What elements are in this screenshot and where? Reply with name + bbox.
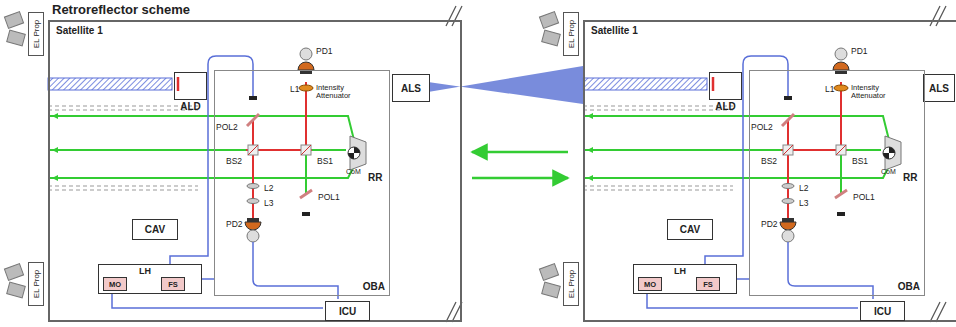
satellite-housing: Satellite 1 ALD ALS CAV OBA LH MO FS ICU PD1L1 Int…: [583, 20, 956, 322]
fiber-connector: [202, 278, 214, 280]
component-label: CoM: [881, 168, 896, 175]
fiber-connector: [737, 278, 749, 280]
component-label: POL1: [853, 192, 875, 202]
component-label: RR: [903, 172, 917, 183]
component-label: L1: [290, 84, 299, 94]
stabilizer-box: FS: [161, 277, 185, 291]
optical-bench: [583, 48, 901, 308]
node-label: CAV: [145, 224, 165, 235]
node-label: CAV: [680, 224, 700, 235]
component-label: L2: [799, 183, 808, 193]
component-label: Intensity Attenuator: [316, 84, 362, 100]
thruster-icon: [4, 12, 560, 298]
component-label: BS2: [761, 156, 777, 166]
thruster-box: EL Prop: [563, 12, 579, 56]
thruster-box: EL Prop: [28, 262, 44, 306]
laser-source-box: ALS: [923, 74, 955, 102]
component-label: PD2: [226, 219, 243, 229]
diagram-title: Retroreflector scheme: [52, 2, 190, 17]
node-label: LH: [139, 266, 151, 276]
node-label: OBA: [363, 281, 385, 292]
stabilizer-box: FS: [696, 277, 720, 291]
node-label: EL Prop: [32, 270, 41, 299]
node-label: ICU: [874, 306, 891, 317]
node-label: FS: [703, 280, 713, 289]
laser-source-box: ALS: [392, 74, 430, 102]
node-label: OBA: [898, 281, 920, 292]
component-label: RR: [368, 172, 382, 183]
optical-bench: [48, 48, 366, 308]
node-label: ALD: [715, 101, 736, 112]
component-label: POL2: [751, 122, 773, 132]
thruster-box: EL Prop: [563, 262, 579, 306]
node-label: MO: [644, 280, 656, 289]
oscillator-box: MO: [103, 277, 127, 291]
laser-beam: [428, 66, 583, 104]
component-label: PD2: [761, 219, 778, 229]
node-label: EL Prop: [567, 270, 576, 299]
node-label: EL Prop: [567, 20, 576, 49]
optical-bench-box: OBA: [214, 70, 390, 296]
thruster-box: EL Prop: [28, 12, 44, 56]
component-label: Intensity Attenuator: [851, 84, 897, 100]
control-unit-box: ICU: [325, 301, 370, 321]
node-label: MO: [109, 280, 121, 289]
component-label: L3: [799, 198, 808, 208]
component-label: BS2: [226, 156, 242, 166]
break-mark: [446, 6, 946, 322]
detector-box: ALD: [174, 72, 207, 100]
node-label: ALD: [180, 101, 201, 112]
optical-bench-box: OBA: [749, 70, 925, 296]
component-label: BS1: [852, 156, 868, 166]
node-label: ALS: [401, 83, 421, 94]
link-arrow: [472, 177, 568, 180]
node-label: EL Prop: [32, 20, 41, 49]
node-label: Satellite 1: [56, 25, 103, 36]
detector-box: ALD: [709, 72, 742, 100]
component-label: PD1: [316, 46, 333, 56]
node-label: FS: [168, 280, 178, 289]
component-label: BS1: [317, 156, 333, 166]
oscillator-box: MO: [638, 277, 662, 291]
laser-head-box: LH MO FS: [633, 264, 737, 294]
component-label: L1: [825, 84, 834, 94]
node-label: Satellite 1: [591, 25, 638, 36]
component-label: POL2: [216, 122, 238, 132]
component-label: L3: [264, 198, 273, 208]
cavity-box: CAV: [667, 219, 713, 240]
node-label: LH: [674, 266, 686, 276]
laser-head-box: LH MO FS: [98, 264, 202, 294]
component-label: PD1: [851, 46, 868, 56]
component-label: L2: [264, 183, 273, 193]
node-label: ALS: [929, 83, 949, 94]
satellite-housing: Satellite 1 ALD ALS CAV OBA LH MO FS ICU PD1L1 Int…: [48, 20, 462, 322]
component-label: POL1: [318, 192, 340, 202]
component-label: CoM: [346, 168, 361, 175]
cavity-box: CAV: [132, 219, 178, 240]
control-unit-box: ICU: [860, 301, 905, 321]
node-label: ICU: [339, 306, 356, 317]
link-arrow: [472, 151, 568, 154]
